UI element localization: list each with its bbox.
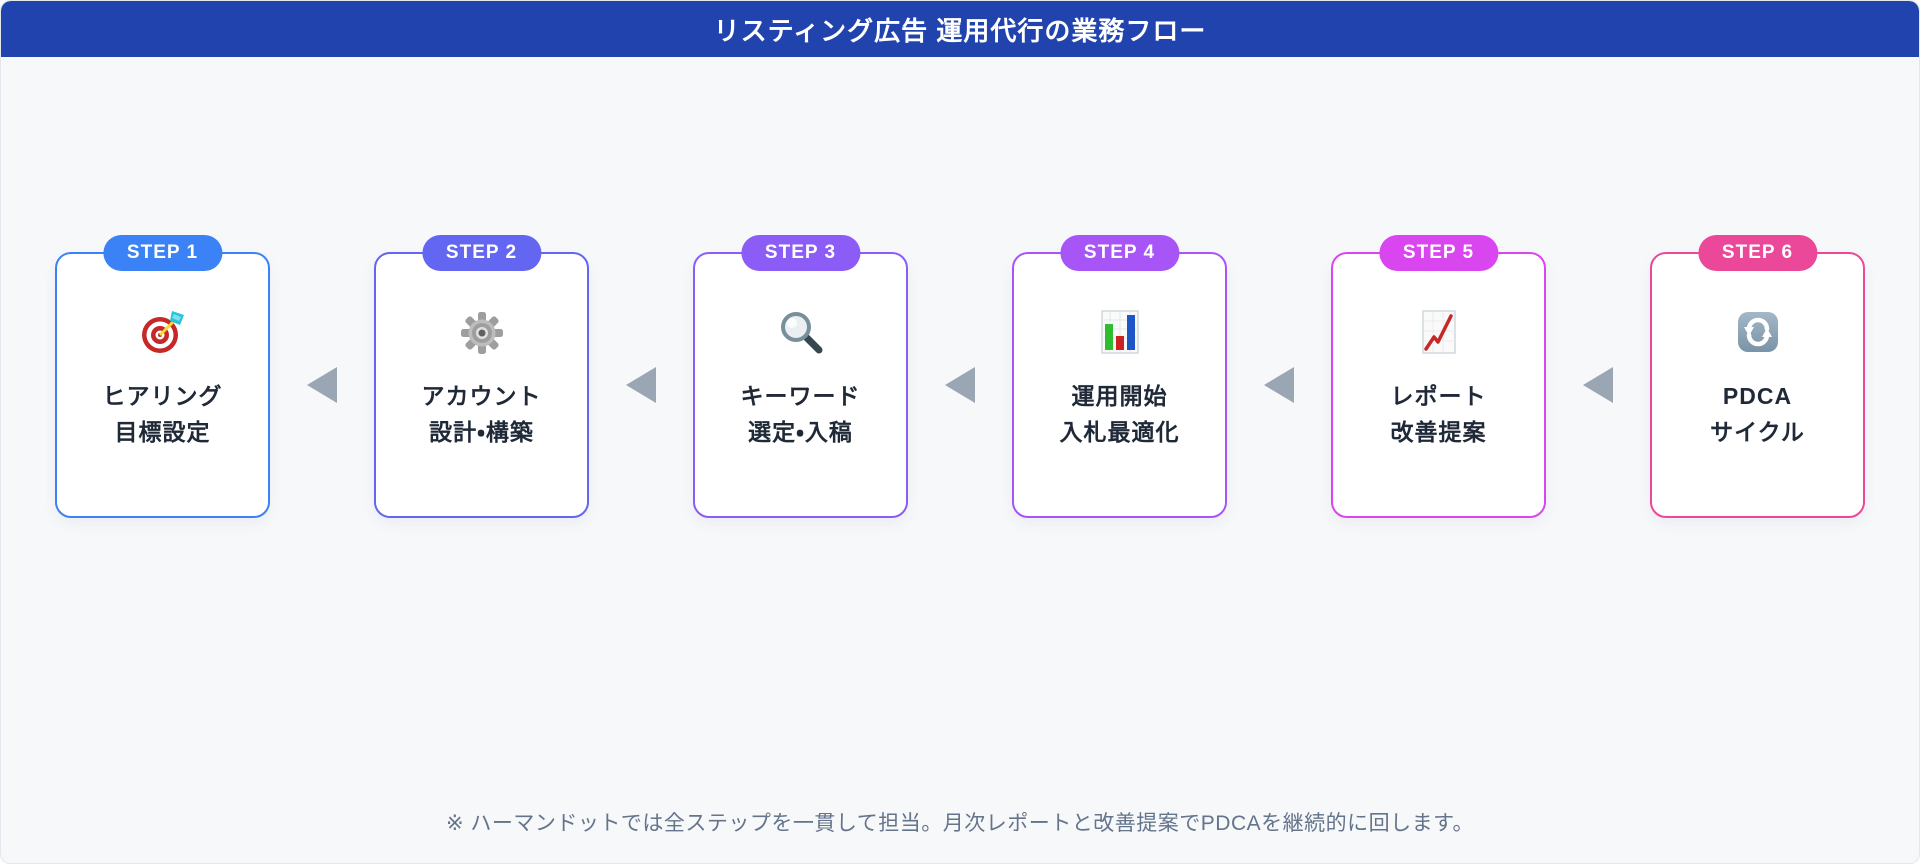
- step-label-6: PDCA サイクル: [1710, 378, 1805, 450]
- flow-arrow-sep-5: [1546, 252, 1650, 518]
- arrow-left-icon: [626, 367, 656, 403]
- step-label-5-line2: 改善提案: [1390, 419, 1487, 445]
- page-title: リスティング広告 運用代行の業務フロー: [713, 15, 1207, 46]
- step-label-2-line2: 設計・構築: [429, 419, 534, 445]
- step-label-4-line1: 運用開始: [1071, 383, 1168, 409]
- flow-arrow-sep-3: [908, 252, 1012, 518]
- step-label-5-line1: レポート: [1390, 383, 1487, 409]
- footer-note: ※ ハーマンドットでは全ステップを一貫して担当。月次レポートと改善提案でPDCA…: [445, 812, 1475, 835]
- step-card-2: STEP 2: [374, 235, 589, 518]
- step-label-1-line2: 目標設定: [114, 419, 211, 445]
- step-label-3: キーワード 選定・入稿: [741, 378, 861, 450]
- chart-increasing-icon: [1421, 310, 1456, 354]
- step-label-1-line1: ヒアリング: [102, 383, 223, 409]
- arrow-left-icon: [1264, 367, 1294, 403]
- step-badge-3: STEP 3: [740, 235, 861, 271]
- step-badge-2: STEP 2: [421, 235, 542, 271]
- step-label-4-line2: 入札最適化: [1059, 419, 1180, 445]
- step-badge-1: STEP 1: [102, 235, 223, 271]
- process-flow: STEP 1 ヒアリング 目標設定 STEP 2: [1, 235, 1919, 518]
- flow-arrow-sep-1: [270, 252, 374, 518]
- title-bar: リスティング広告 運用代行の業務フロー: [1, 1, 1919, 57]
- step-card-1: STEP 1 ヒアリング 目標設定: [55, 235, 270, 518]
- gear-icon: [460, 312, 503, 354]
- step-card-4: STEP 4 運用開始 入札最適化: [1012, 235, 1227, 518]
- target-dart-icon: [141, 311, 184, 353]
- step-badge-6: STEP 6: [1697, 235, 1818, 271]
- step-label-5: レポート 改善提案: [1391, 378, 1487, 450]
- magnifying-glass-icon: [780, 312, 822, 354]
- step-label-3-line1: キーワード: [740, 383, 861, 409]
- arrow-left-icon: [1583, 367, 1613, 403]
- step-label-2: アカウント 設計・構築: [422, 378, 542, 450]
- step-badge-4: STEP 4: [1059, 235, 1180, 271]
- step-badge-5: STEP 5: [1378, 235, 1499, 271]
- flow-arrow-sep-4: [1227, 252, 1331, 518]
- arrow-left-icon: [307, 367, 337, 403]
- counterclockwise-arrows-icon: [1737, 312, 1778, 352]
- arrow-left-icon: [945, 367, 975, 403]
- step-label-6-line1: PDCA: [1722, 383, 1793, 409]
- step-label-2-line1: アカウント: [421, 383, 542, 409]
- step-label-6-line2: サイクル: [1710, 419, 1805, 445]
- step-label-3-line2: 選定・入稿: [748, 419, 853, 445]
- step-card-6: STEP 6 PDCA サイクル: [1650, 235, 1865, 518]
- flow-arrow-sep-2: [589, 252, 693, 518]
- bar-chart-icon: [1100, 310, 1139, 354]
- step-label-1: ヒアリング 目標設定: [103, 378, 223, 450]
- step-card-5: STEP 5 レポート 改善提案: [1331, 235, 1546, 518]
- step-label-4: 運用開始 入札最適化: [1060, 378, 1180, 450]
- step-card-3: STEP 3 キーワード 選定・入稿: [693, 235, 908, 518]
